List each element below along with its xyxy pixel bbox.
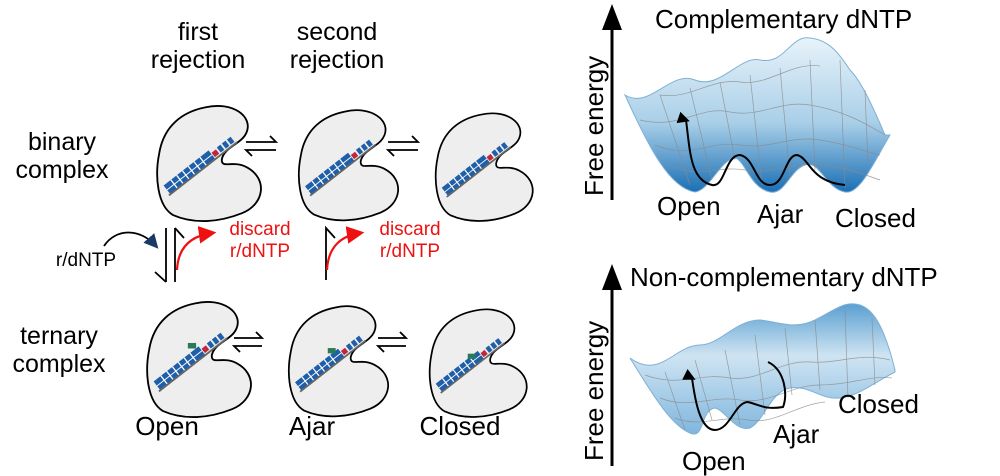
- substrate-binding-arrow-icon: [103, 231, 159, 249]
- header-first-line2: rejection: [150, 46, 246, 74]
- nucleotide-icon: [467, 353, 476, 359]
- top-state-ajar: Ajar: [757, 199, 804, 229]
- top-surface-grid: [639, 59, 886, 189]
- top-transition-path: [685, 119, 846, 187]
- bottom-state-open: Open: [682, 446, 746, 476]
- row-ternary-line2: complex: [12, 350, 106, 378]
- top-state-closed: Closed: [835, 203, 916, 233]
- row-ternary-line1: ternary: [20, 322, 98, 350]
- row-label-ternary: ternary complex: [0, 322, 118, 378]
- row-binary-line2: complex: [15, 156, 109, 184]
- top-axis-label: Free energy: [579, 55, 609, 196]
- top-state-open: Open: [657, 191, 721, 221]
- row-label-binary: binary complex: [0, 128, 124, 184]
- discard-1-line2: r/dNTP: [229, 241, 291, 262]
- equilibrium-arrow-icon: [385, 135, 421, 157]
- nucleotide-icon: [187, 342, 197, 349]
- discard-label-1: discard r/dNTP: [222, 219, 298, 263]
- discard-2-line2: r/dNTP: [379, 241, 441, 262]
- ternary-complex-closed: [428, 308, 528, 418]
- path-arrow-icon: [682, 369, 696, 380]
- axis-arrow-icon: [602, 264, 622, 290]
- discard-1-line1: discard: [229, 219, 291, 240]
- discard-arrow-icon: [175, 226, 217, 271]
- bottom-state-closed: Closed: [838, 389, 919, 419]
- header-first-line1: first: [177, 18, 219, 46]
- header-first-rejection: first rejection: [148, 18, 248, 74]
- substrate-label: r/dNTP: [55, 250, 117, 271]
- header-second-rejection: second rejection: [282, 18, 392, 74]
- row-binary-line1: binary: [27, 128, 97, 156]
- equilibrium-arrow-icon: [231, 331, 265, 353]
- top-landscape-title: Complementary dNTP: [655, 4, 913, 34]
- header-second-line2: rejection: [289, 46, 385, 74]
- axis-arrow-icon: [602, 4, 622, 30]
- top-energy-axis: [602, 4, 622, 200]
- discard-2-line1: discard: [379, 219, 441, 240]
- equilibrium-arrow-icon: [375, 331, 409, 353]
- ternary-complex-open: [146, 300, 252, 419]
- vertical-equilibrium-arrow-icon: [154, 227, 185, 283]
- bottom-landscape-title: Non-complementary dNTP: [630, 262, 938, 292]
- nucleotide-icon: [327, 348, 336, 354]
- bottom-surface-grid: [644, 309, 893, 431]
- discard-arrow-icon: [325, 226, 365, 271]
- top-energy-surface: [623, 37, 891, 193]
- ternary-complex-ajar: [287, 305, 390, 418]
- discard-label-2: discard r/dNTP: [372, 219, 448, 263]
- bottom-energy-axis: [602, 264, 622, 466]
- header-second-line1: second: [296, 18, 378, 46]
- path-arrow-icon: [676, 111, 690, 124]
- bottom-axis-label: Free energy: [579, 320, 609, 461]
- equilibrium-arrow-icon: [243, 135, 279, 157]
- bottom-transition-path: [691, 361, 787, 432]
- vertical-arrow-icon: [325, 225, 336, 280]
- bottom-state-ajar: Ajar: [773, 419, 820, 449]
